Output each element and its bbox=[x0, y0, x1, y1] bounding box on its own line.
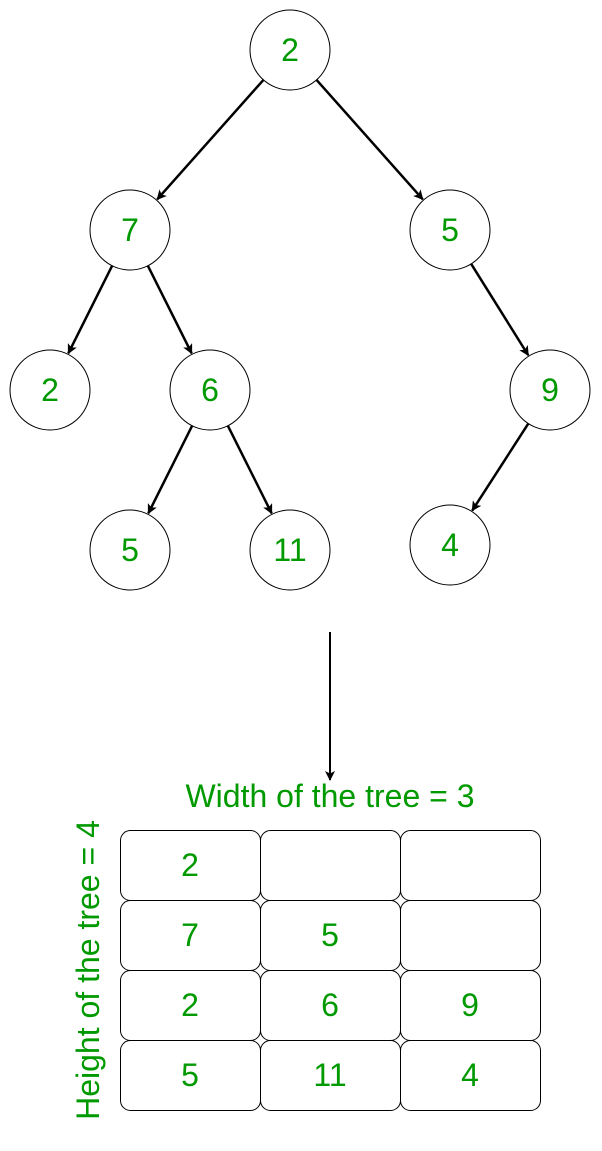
tree-edge bbox=[67, 265, 114, 355]
tree-edge bbox=[146, 265, 193, 355]
node-circle bbox=[89, 509, 171, 591]
tree-node: 2 bbox=[249, 9, 331, 91]
node-value: 7 bbox=[121, 212, 139, 248]
node-value: 11 bbox=[273, 532, 306, 568]
cell-value: 9 bbox=[461, 987, 479, 1023]
node-value: 5 bbox=[441, 212, 459, 248]
node-value: 4 bbox=[441, 527, 459, 563]
node-circle bbox=[409, 189, 491, 271]
tree-node: 9 bbox=[509, 349, 591, 431]
matrix-cell bbox=[260, 830, 401, 901]
matrix-cell: 9 bbox=[400, 970, 541, 1041]
node-circle bbox=[9, 349, 91, 431]
tree-node: 6 bbox=[169, 349, 251, 431]
node-circle bbox=[249, 509, 331, 591]
tree-edge bbox=[156, 79, 265, 201]
matrix-cell: 5 bbox=[260, 900, 401, 971]
matrix-cell: 2 bbox=[120, 830, 261, 901]
node-value: 2 bbox=[281, 32, 299, 68]
tree-edge bbox=[226, 425, 273, 515]
tree-node: 5 bbox=[89, 509, 171, 591]
matrix-cell: 7 bbox=[120, 900, 261, 971]
height-label: Height of the tree = 4 bbox=[70, 820, 106, 1120]
width-height-matrix: 2 7 5 2 6 9 5 11 4 bbox=[120, 830, 541, 1111]
width-label: Width of the tree = 3 bbox=[185, 778, 474, 814]
node-circle bbox=[89, 189, 171, 271]
node-value: 2 bbox=[41, 372, 59, 408]
tree-edge bbox=[147, 425, 194, 515]
tree-edge bbox=[315, 79, 424, 201]
cell-value: 2 bbox=[181, 987, 199, 1023]
node-circle bbox=[509, 349, 591, 431]
tree-node: 2 bbox=[9, 349, 91, 431]
tree-node: 7 bbox=[89, 189, 171, 271]
tree-node: 11 bbox=[249, 509, 331, 591]
node-circle bbox=[249, 9, 331, 91]
tree-edge bbox=[471, 422, 530, 512]
node-circle bbox=[169, 349, 251, 431]
node-value: 9 bbox=[541, 372, 559, 408]
matrix-cell: 11 bbox=[260, 1040, 401, 1111]
cell-value: 11 bbox=[313, 1057, 346, 1093]
cell-value: 2 bbox=[181, 847, 199, 883]
node-value: 5 bbox=[121, 532, 139, 568]
matrix-cell bbox=[400, 900, 541, 971]
node-circle bbox=[409, 504, 491, 586]
tree-node: 4 bbox=[409, 504, 491, 586]
matrix-cell: 5 bbox=[120, 1040, 261, 1111]
matrix-cell: 4 bbox=[400, 1040, 541, 1111]
matrix-cell: 6 bbox=[260, 970, 401, 1041]
matrix-cell: 2 bbox=[120, 970, 261, 1041]
tree-edge bbox=[470, 263, 530, 357]
cell-value: 7 bbox=[181, 917, 199, 953]
node-value: 6 bbox=[201, 372, 219, 408]
cell-value: 4 bbox=[461, 1057, 479, 1093]
cell-value: 5 bbox=[181, 1057, 199, 1093]
cell-value: 5 bbox=[321, 917, 339, 953]
matrix-cell bbox=[400, 830, 541, 901]
tree-node: 5 bbox=[409, 189, 491, 271]
cell-value: 6 bbox=[321, 987, 339, 1023]
